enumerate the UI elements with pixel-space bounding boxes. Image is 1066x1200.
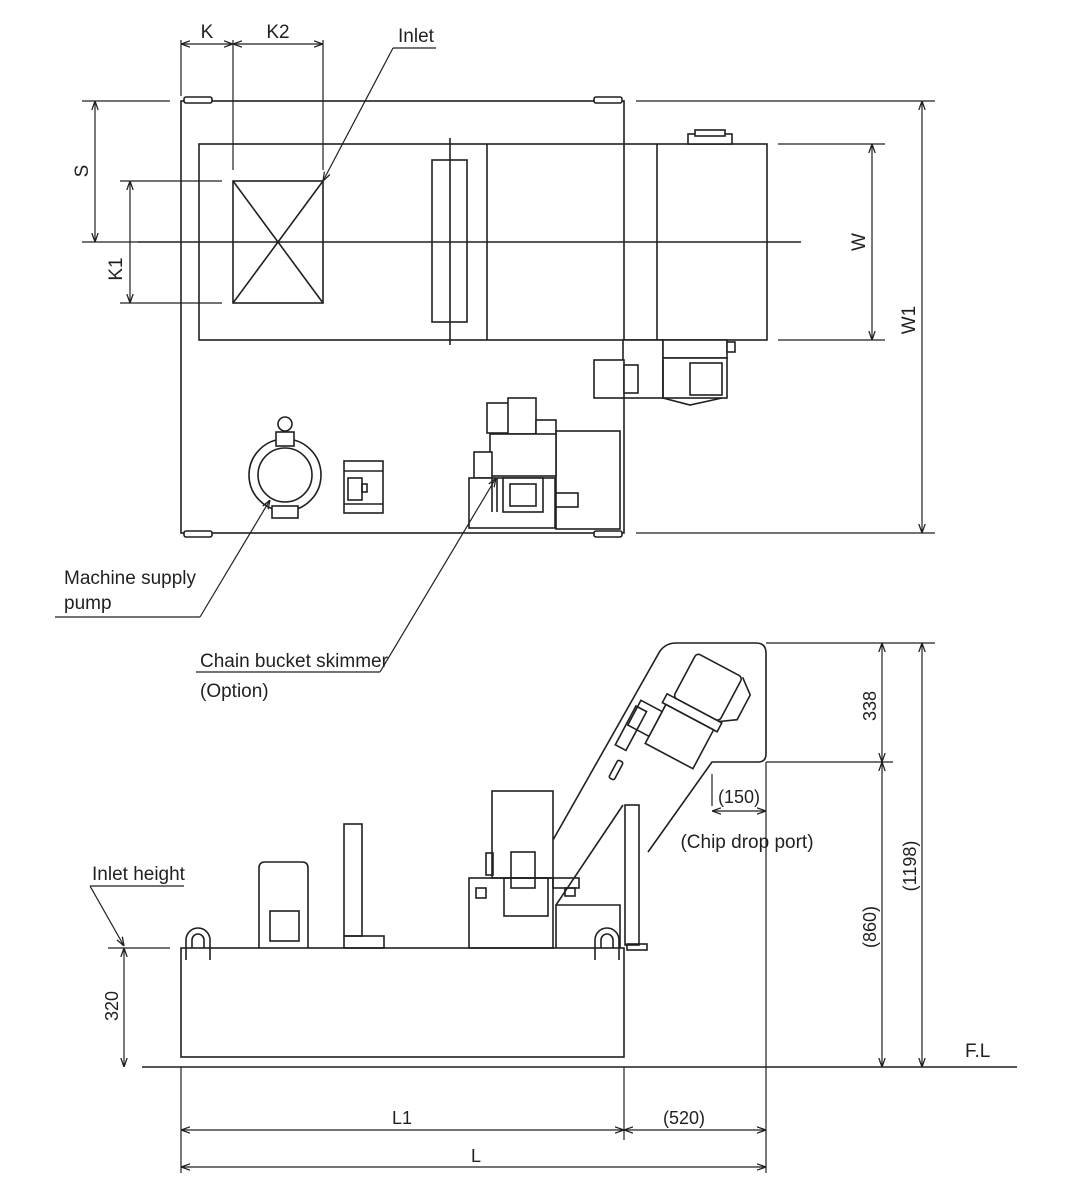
dim-label-320: 320 xyxy=(102,991,122,1021)
lifting-eye xyxy=(594,927,620,960)
lifting-eye xyxy=(185,927,211,960)
label-chain-bucket-skimmer-2: (Option) xyxy=(200,681,269,702)
filter-box-plan xyxy=(343,460,384,514)
label-inlet: Inlet xyxy=(398,26,435,47)
dim-label-k1: K1 xyxy=(106,257,127,280)
chain-bucket-skimmer-plan xyxy=(468,397,621,530)
inlet-box xyxy=(232,180,324,304)
dim-label-1198: (1198) xyxy=(900,841,920,892)
machine-supply-pump-side xyxy=(258,861,309,948)
tank-outline-plan xyxy=(180,100,625,534)
dim-label-l1: L1 xyxy=(392,1108,412,1128)
chain-bucket-skimmer-side xyxy=(468,790,580,949)
lifting-tab xyxy=(593,530,623,538)
dim-label-338: 338 xyxy=(860,691,880,721)
tank-outline-side xyxy=(180,947,625,1058)
side-view: F.L xyxy=(89,642,1017,1173)
lifting-tab xyxy=(593,96,623,104)
post-side xyxy=(343,823,385,949)
label-chip-drop-port: (Chip drop port) xyxy=(680,832,813,853)
dim-label-k2: K2 xyxy=(266,22,289,43)
dim-label-l: L xyxy=(471,1146,481,1166)
drive-unit xyxy=(593,339,736,406)
label-machine-supply-pump-1: Machine supply xyxy=(64,568,197,589)
label-machine-supply-pump-2: pump xyxy=(64,593,112,614)
plan-view: K K2 S K1 W W1 Inlet Machine supply pump… xyxy=(55,22,935,702)
label-inlet-height: Inlet height xyxy=(92,864,186,885)
dim-label-s: S xyxy=(72,165,93,178)
dim-label-w: W xyxy=(849,233,870,251)
dim-label-k: K xyxy=(201,22,214,43)
lifting-tab xyxy=(183,96,213,104)
label-chain-bucket-skimmer-1: Chain bucket skimmer xyxy=(200,651,389,672)
dim-label-150: (150) xyxy=(718,787,760,807)
lifting-tab xyxy=(183,530,213,538)
dim-label-860: (860) xyxy=(860,906,880,948)
inclined-conveyor xyxy=(552,642,767,951)
machine-supply-pump-plan xyxy=(248,416,322,519)
dim-label-w1: W1 xyxy=(899,306,920,335)
label-floor-level: F.L xyxy=(965,1041,990,1062)
dim-label-520: (520) xyxy=(663,1108,705,1128)
